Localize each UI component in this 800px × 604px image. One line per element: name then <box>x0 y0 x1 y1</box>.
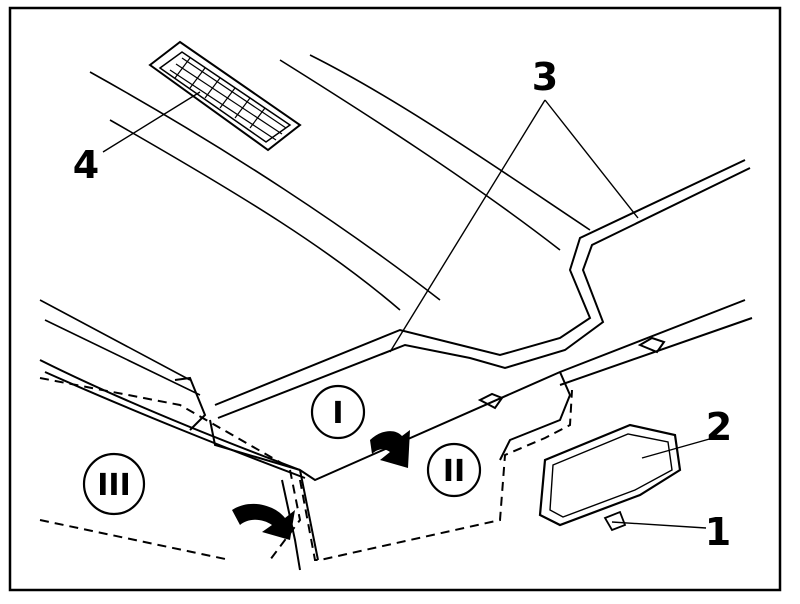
leader-lines <box>102 91 714 529</box>
callout-three: 3 <box>532 55 558 99</box>
callout-one: 1 <box>705 510 731 554</box>
rear-view-mirror <box>538 423 682 532</box>
rotation-arrow-visor <box>370 430 410 468</box>
rotation-arrow-rear <box>232 503 295 540</box>
position-label-two: II <box>443 454 465 489</box>
callout-two: 2 <box>706 405 732 449</box>
figure-frame <box>8 6 782 592</box>
callout-four: 4 <box>73 143 99 187</box>
position-marker-two: II <box>426 442 482 498</box>
position-label-three: III <box>97 468 131 503</box>
headliner-panel <box>39 159 753 571</box>
position-label-one: I <box>332 396 343 431</box>
position-marker-three: III <box>82 452 146 516</box>
position-marker-one: I <box>310 384 366 440</box>
dashed-regions <box>39 377 573 561</box>
dome-light <box>148 40 302 152</box>
roof-contour-lines <box>39 54 591 396</box>
